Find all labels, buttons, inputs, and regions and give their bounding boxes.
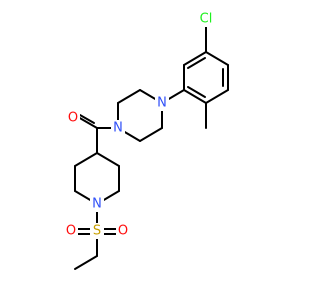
oxygen-label: O [68, 111, 78, 126]
atom-piperazine-nitrogen-left: N [111, 120, 125, 136]
nitrogen-label: N [113, 121, 123, 136]
bond [77, 116, 98, 129]
bond [96, 152, 120, 167]
nitrogen-label: N [157, 96, 167, 111]
bond [74, 255, 98, 270]
atom-carbonyl-oxygen: O [66, 110, 80, 126]
bond [139, 127, 163, 142]
atom-piperazine-nitrogen-right: N [155, 95, 169, 111]
atom-label-layer: Cl N N O N S O O [64, 11, 216, 239]
molecule-structure: Cl N N O N S O O [64, 11, 229, 270]
chlorine-label: Cl [200, 12, 213, 27]
bond [187, 86, 206, 98]
atom-sulfonyl-oxygen-left: O [64, 223, 78, 239]
bond [183, 89, 207, 104]
atom-chlorine: Cl [196, 11, 216, 27]
sulfur-label: S [93, 224, 101, 239]
nitrogen-label: N [92, 197, 102, 212]
atom-sulfur: S [90, 223, 104, 239]
bond [205, 89, 229, 104]
bond [183, 51, 207, 66]
oxygen-label: O [66, 224, 76, 239]
bond [117, 89, 141, 104]
bond [79, 114, 95, 124]
atom-sulfonyl-oxygen-right: O [116, 223, 130, 239]
bond [74, 152, 98, 167]
atom-piperidine-nitrogen: N [90, 196, 104, 212]
oxygen-label: O [118, 224, 128, 239]
bond [205, 51, 229, 66]
bond [187, 57, 206, 69]
